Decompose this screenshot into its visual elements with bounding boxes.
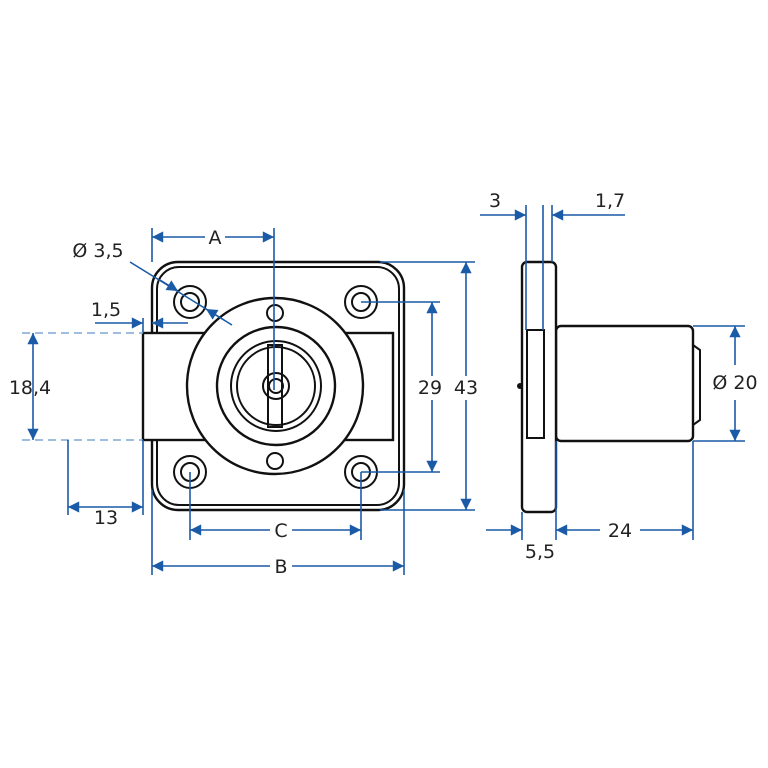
label-flange: 3 — [489, 190, 501, 212]
side-view — [517, 260, 701, 514]
lock-body — [554, 324, 695, 443]
label-c: C — [274, 520, 287, 542]
front-view — [141, 260, 406, 512]
label-total-flange: 5,5 — [525, 541, 555, 563]
body-end-cap — [692, 344, 701, 426]
label-height: 43 — [454, 377, 478, 399]
label-lip: 1,7 — [595, 190, 625, 212]
label-hole-dia: Ø 3,5 — [72, 240, 123, 262]
label-bolt-height: 18,4 — [9, 377, 51, 399]
label-bolt-throw: 13 — [94, 507, 118, 529]
keyhole — [262, 372, 290, 400]
label-hole-spacing: 29 — [418, 377, 442, 399]
label-body-length: 24 — [608, 520, 632, 542]
label-b: B — [274, 556, 287, 578]
flange-recess — [526, 329, 545, 439]
label-offset: 1,5 — [91, 299, 121, 321]
label-a: A — [209, 227, 222, 249]
cylinder-ring — [215, 325, 337, 447]
label-body-dia: Ø 20 — [712, 372, 757, 394]
screw-hole-top — [266, 304, 284, 322]
dimension-labels: A Ø 3,5 1,5 18,4 13 C B 29 43 3 1,7 Ø 20… — [9, 190, 758, 578]
screw-hole-bottom — [266, 452, 284, 470]
